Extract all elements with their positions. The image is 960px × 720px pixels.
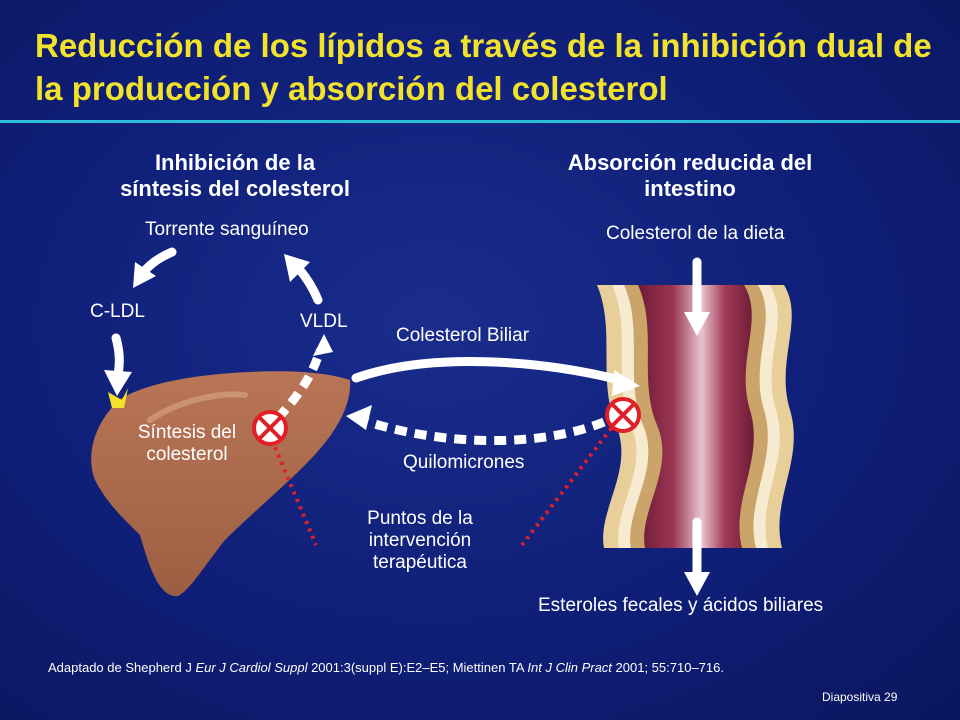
fecal-excretion-arrowhead (684, 572, 710, 596)
intervention-pointer-lines (270, 420, 618, 547)
liver-illustration (91, 371, 351, 597)
fecal-sterols-label: Esteroles fecales y ácidos biliares (538, 595, 824, 616)
citation-part2: 2001:3(suppl E):E2–E5; Miettinen TA (307, 660, 528, 675)
chylomicrons-label: Quilomicrones (403, 452, 525, 473)
ldl-receptor-icon (108, 388, 128, 408)
intervention-label-line3: terapéutica (372, 552, 467, 573)
citation-part3: 2001; 55:710–716. (611, 660, 724, 675)
synthesis-label-line2: colesterol (146, 444, 228, 465)
ldl-label: C-LDL (90, 301, 145, 322)
bloodstream-label: Torrente sanguíneo (145, 219, 309, 240)
intervention-label-line1: Puntos de la (367, 508, 473, 529)
biliary-cholesterol-label: Colesterol Biliar (396, 325, 530, 346)
citation: Adaptado de Shepherd J Eur J Cardiol Sup… (48, 658, 788, 678)
slide-title: Reducción de los lípidos a través de la … (35, 27, 932, 107)
ldl-to-liver-arrowhead (104, 370, 132, 396)
synthesis-label-line1: Síntesis del (137, 422, 237, 443)
intestine-illustration (597, 285, 794, 548)
liver-shape (91, 371, 351, 597)
left-heading-line2: síntesis del colesterol (120, 176, 350, 201)
chylomicron-arrow (360, 415, 606, 445)
liver-intervention-line (270, 439, 318, 546)
intestine-inhibition-icon (605, 397, 641, 433)
citation-journal2: Int J Clin Pract (527, 660, 612, 675)
intervention-label-line2: intervención (368, 530, 472, 551)
vldl-to-bloodstream-arrowhead (284, 254, 310, 282)
liver-inhibition-icon (252, 410, 288, 446)
intervention-points-label: Puntos de la intervención terapéutica (330, 508, 510, 574)
bloodstream-to-ldl-arrowhead (133, 262, 156, 288)
right-heading-line2: intestino (644, 176, 736, 201)
left-heading-line1: Inhibición de la (154, 150, 316, 175)
right-heading-line1: Absorción reducida del (567, 150, 813, 175)
dietary-cholesterol-label: Colesterol de la dieta (606, 223, 785, 244)
dietary-cholesterol-arrowhead (684, 312, 710, 336)
dashed-arrows (274, 348, 606, 445)
intestine-intervention-line (520, 420, 618, 547)
ldl-to-liver-arrow (111, 333, 124, 379)
vldl-label: VLDL (300, 311, 348, 332)
synthesis-to-vldl-arrowhead (313, 334, 333, 356)
intestine-lumen (638, 285, 754, 548)
biliary-cholesterol-arrowhead (612, 370, 640, 396)
arrow-heads (104, 254, 710, 596)
title-divider (0, 120, 960, 123)
citation-part1: Adaptado de Shepherd J (48, 660, 196, 675)
biliary-cholesterol-arrow (351, 357, 625, 385)
left-section-heading: Inhibición de la síntesis del colesterol (80, 150, 390, 202)
right-section-heading: Absorción reducida del intestino (520, 150, 860, 202)
synthesis-to-vldl-arrow (274, 348, 325, 422)
chylomicron-arrowhead (346, 405, 372, 430)
slide-number: Diapositiva 29 (822, 690, 898, 704)
citation-journal1: Eur J Cardiol Suppl (195, 660, 308, 675)
synthesis-label: Síntesis del colesterol (112, 422, 262, 466)
liver-highlight (147, 391, 248, 423)
